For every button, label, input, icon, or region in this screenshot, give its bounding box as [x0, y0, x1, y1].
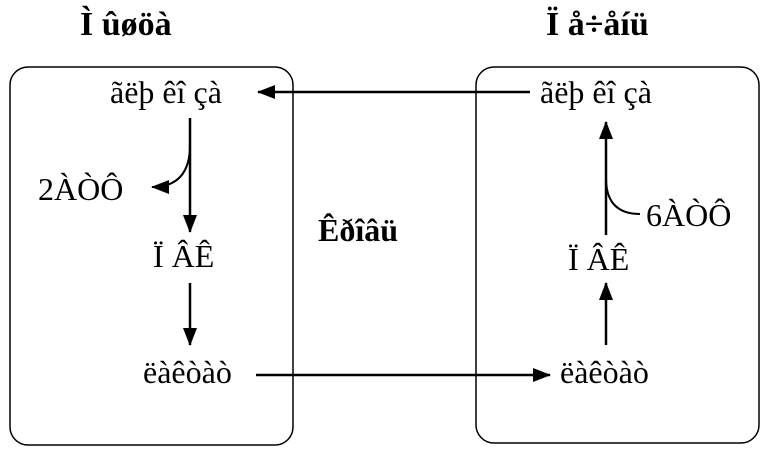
left-mid-node: Ï ÂÊ	[153, 238, 215, 274]
right-mid-node: Ï ÂÊ	[568, 241, 630, 277]
left-top-node: ãëþ êî çà	[110, 74, 222, 110]
arrow-atp-out-left	[151, 144, 191, 194]
right-title: Ï å÷åíü	[546, 6, 649, 43]
arrow-atp-in-right	[605, 177, 641, 215]
right-side-input: 6ÀÒÔ	[646, 197, 732, 233]
left-side-input: 2ÀÒÔ	[38, 171, 124, 207]
left-bottom-node: ëàêòàò	[143, 354, 232, 390]
right-compartment-box	[475, 66, 760, 444]
right-top-node: ãëþ êî çà	[540, 74, 652, 110]
left-compartment-box	[9, 66, 294, 446]
left-title: Ì ûøöà	[80, 6, 172, 43]
right-bottom-node: ëàêòàò	[560, 354, 649, 390]
center-label: Êðîâü	[318, 212, 399, 248]
